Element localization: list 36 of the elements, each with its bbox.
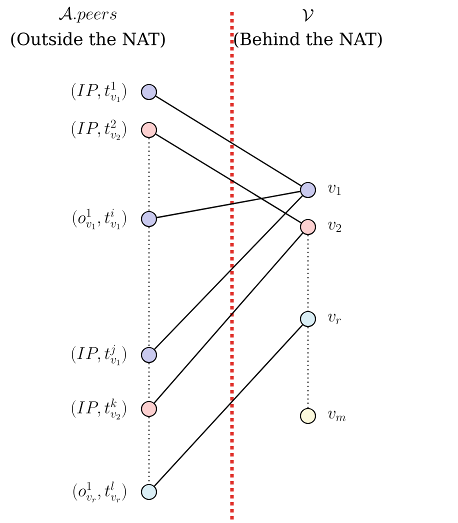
column-heading: (Outside the NAT) [11, 32, 165, 48]
node-label: $v_2$ [328, 222, 341, 232]
connector-line [156, 96, 302, 186]
circle-node [140, 122, 158, 138]
node-label: $(IP, t^{k}_{v_2})$ [72, 398, 126, 420]
node-label: $(o^{1}_{v_r}, t^{l}_{v_r})$ [73, 482, 126, 502]
circle-node [140, 484, 158, 500]
circle-node [140, 84, 158, 100]
column-heading: $\mathcal{A}.peers$ [59, 6, 116, 23]
connector-line [154, 195, 303, 350]
node-label: $(IP, t^{1}_{v_1})$ [72, 82, 126, 102]
node-label: $(IP, t^{j}_{v_1})$ [72, 344, 126, 366]
connector-line [154, 324, 304, 486]
circle-node [140, 210, 158, 228]
connector-line [156, 134, 302, 224]
node-label: $v_1$ [328, 184, 341, 196]
circle-node [300, 218, 316, 236]
connector-line [156, 190, 300, 218]
dotted-line [307, 327, 309, 408]
circle-node [140, 400, 158, 418]
column-heading: (Behind the NAT) [234, 32, 382, 48]
dotted-line [148, 138, 150, 211]
node-label: $v_m$ [328, 410, 346, 422]
node-label: $(IP, t^{2}_{v_2})$ [72, 120, 126, 140]
node-label: $v_r$ [328, 314, 341, 324]
connector-line [154, 232, 304, 404]
dotted-line [148, 417, 150, 484]
circle-node [300, 310, 316, 328]
circle-node [300, 408, 316, 424]
circle-node [300, 182, 316, 198]
dotted-line [148, 227, 150, 347]
node-label: $(o^{1}_{v_1}, t^{i}_{v_1})$ [73, 208, 126, 230]
column-heading: $\mathcal{V}$ [302, 9, 314, 22]
dotted-line [307, 235, 309, 311]
circle-node [140, 346, 158, 364]
dotted-line [148, 363, 150, 401]
